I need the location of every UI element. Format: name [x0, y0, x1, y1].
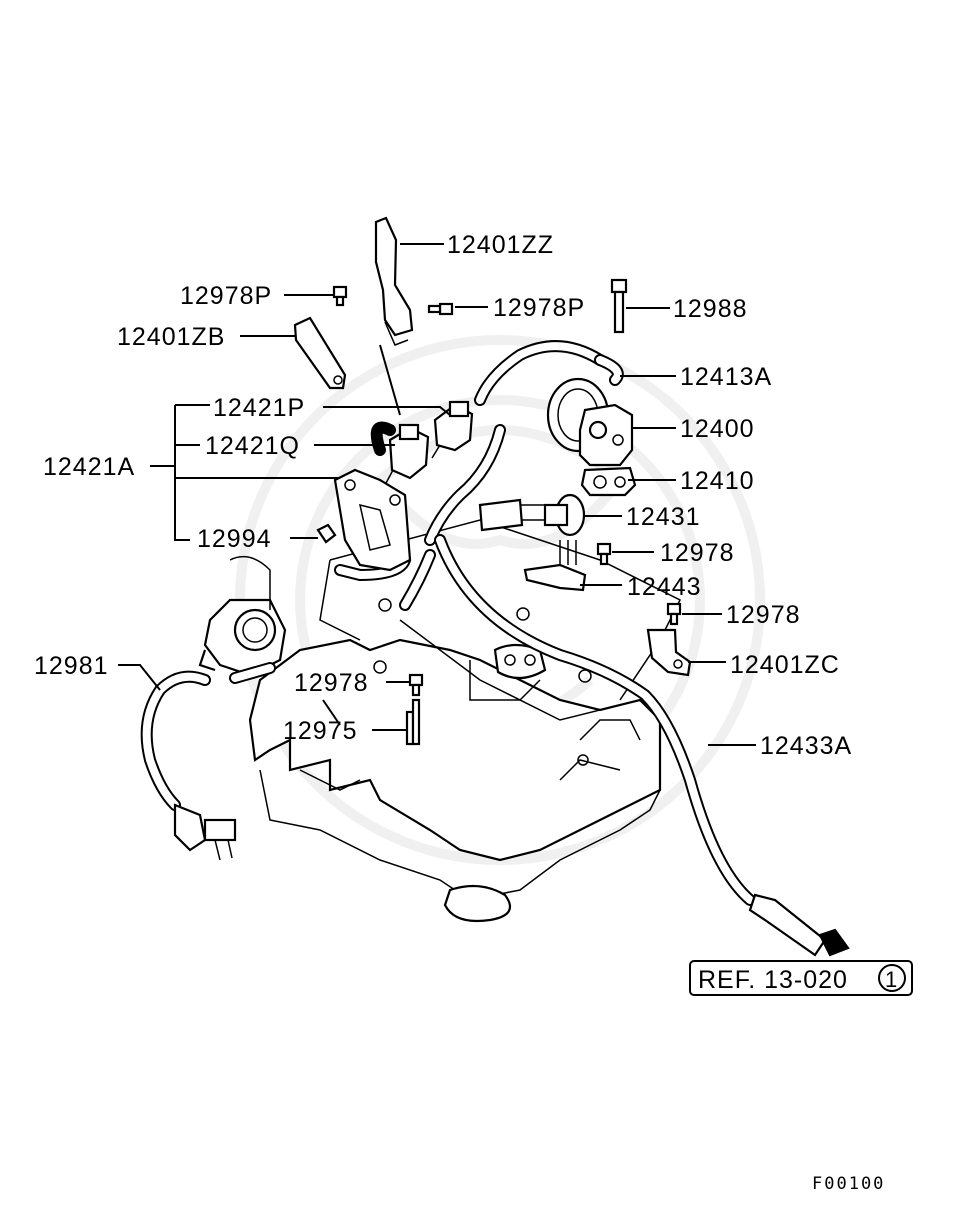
callout-12978-a: 12978	[660, 539, 735, 567]
callout-12978p-left: 12978P	[180, 282, 272, 310]
bolt-12994-drawing	[316, 523, 337, 544]
bracket-12421a-drawing	[333, 468, 412, 572]
gasket-12410-drawing	[580, 466, 637, 497]
clip-12975-drawing	[405, 698, 421, 746]
callout-12401zc: 12401ZC	[730, 651, 840, 679]
callout-12410: 12410	[680, 467, 755, 495]
bracket-12443-drawing	[523, 540, 587, 592]
solenoid-valve-12421p-drawing	[431, 400, 474, 459]
callout-12401zb: 12401ZB	[117, 323, 225, 351]
leader-lines	[118, 243, 756, 746]
reference-text: REF. 13-020	[698, 966, 848, 994]
bolt-12978p-right-drawing	[427, 302, 454, 316]
callout-12975: 12975	[283, 717, 358, 745]
callout-12978-b: 12978	[726, 601, 801, 629]
bolt-12988-drawing	[610, 278, 628, 334]
callout-12433a: 12433A	[760, 732, 852, 760]
callout-12400: 12400	[680, 415, 755, 443]
solenoid-valve-12421q-drawing	[384, 423, 430, 486]
bolt-12978-c-drawing	[408, 673, 424, 697]
figure-code: F00100	[812, 1174, 885, 1194]
sensor-12981-drawing	[173, 803, 237, 861]
egr-valve-12400-drawing	[546, 377, 634, 467]
reference-circled-number: 1	[885, 967, 898, 992]
callout-12988: 12988	[673, 295, 748, 323]
callout-12401zz: 12401ZZ	[447, 231, 554, 259]
throttle-body-drawing	[198, 555, 287, 677]
callout-12421p: 12421P	[213, 394, 305, 422]
callout-12443: 12443	[627, 573, 702, 601]
callout-12413a: 12413A	[680, 363, 772, 391]
callout-12431: 12431	[626, 503, 701, 531]
bolt-12978p-upper-drawing	[332, 285, 348, 307]
vacuum-valve-12431-drawing	[478, 493, 586, 537]
bolt-12978-a-drawing	[596, 542, 612, 566]
callout-12981: 12981	[34, 652, 109, 680]
hose-end-12433a-drawing	[748, 893, 850, 957]
reference-box[interactable]: REF. 13-020 1	[689, 960, 913, 996]
callout-12978-c: 12978	[294, 669, 369, 697]
callout-12994: 12994	[197, 525, 272, 553]
callout-12421a: 12421A	[43, 453, 135, 481]
bolt-12978-b-drawing	[666, 602, 682, 626]
callout-labels: 12401ZZ 12978P 12978P 12988 12401ZB 1241…	[34, 231, 852, 760]
callout-12978p-right: 12978P	[493, 294, 585, 322]
bracket-12401zz-drawing	[374, 216, 414, 346]
bracket-12401zb-drawing	[293, 316, 347, 390]
hoses	[140, 340, 756, 906]
callout-12421q: 12421Q	[205, 432, 300, 460]
bracket-12401zc-drawing	[646, 628, 692, 677]
